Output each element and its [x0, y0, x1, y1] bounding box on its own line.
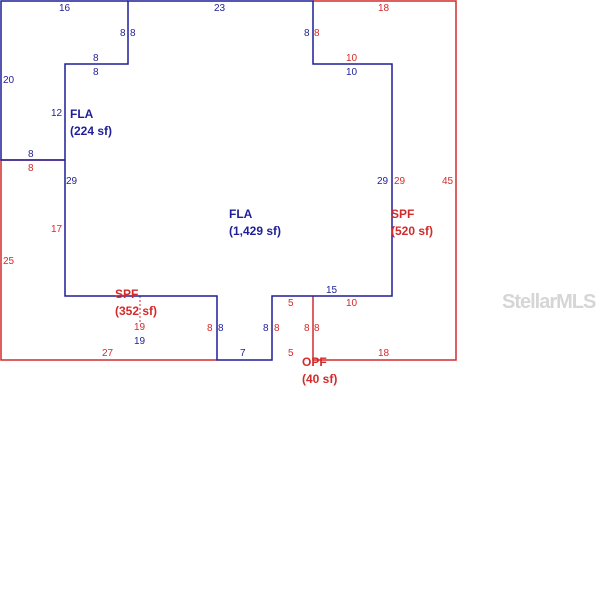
dim-label: 17 [51, 224, 63, 235]
dim-label: 18 [378, 348, 390, 359]
dim-label: 8 [93, 53, 99, 64]
dim-label: 20 [3, 75, 15, 86]
dim-label: 10 [346, 67, 358, 78]
spf-bottom-area: (352 sf) [115, 304, 157, 318]
dim-label: 19 [134, 322, 146, 333]
fla-main-outline [64, 0, 393, 361]
dim-label: 8 [274, 323, 280, 334]
dim-label: 15 [326, 285, 338, 296]
fla-small-name: FLA [70, 107, 94, 121]
dim-label: 10 [346, 298, 358, 309]
dim-label: 8 [304, 323, 310, 334]
dim-label: 45 [442, 176, 454, 187]
opf-name: OPF [302, 355, 327, 369]
dim-label: 8 [28, 163, 34, 174]
dim-label: 29 [66, 176, 78, 187]
dim-label: 8 [120, 28, 126, 39]
stellarmls-watermark: StellarMLS [502, 291, 596, 313]
dim-label: 7 [240, 348, 246, 359]
dim-label: 8 [207, 323, 213, 334]
fla-main-area: (1,429 sf) [229, 224, 281, 238]
dim-label: 29 [377, 176, 389, 187]
spf-bottom-outline [0, 159, 217, 361]
dim-label: 8 [93, 67, 99, 78]
dim-label: 10 [346, 53, 358, 64]
blue-outlines [0, 0, 393, 361]
dim-label: 25 [3, 256, 15, 267]
dim-label: 8 [314, 28, 320, 39]
spf-right-name: SPF [391, 207, 414, 221]
dim-label: 8 [314, 323, 320, 334]
opf-area: (40 sf) [302, 372, 337, 386]
dim-label: 27 [102, 348, 114, 359]
dim-label: 8 [304, 28, 310, 39]
dim-label: 8 [28, 149, 34, 160]
dim-label: 23 [214, 3, 226, 14]
dim-label: 29 [394, 176, 406, 187]
dim-label: 18 [378, 3, 390, 14]
fla-small-outline [0, 0, 128, 161]
dim-label: 8 [130, 28, 136, 39]
dim-label: 16 [59, 3, 71, 14]
dim-label: 8 [263, 323, 269, 334]
fla-main-name: FLA [229, 207, 253, 221]
dimension-labels: 16 23 18 8 8 8 8 8 8 10 10 20 12 8 8 29 … [3, 3, 454, 359]
fla-small-area: (224 sf) [70, 124, 112, 138]
dim-label: 5 [288, 298, 294, 309]
dim-label: 19 [134, 336, 146, 347]
spf-right-area: (520 sf) [391, 224, 433, 238]
dim-label: 5 [288, 348, 294, 359]
room-labels: FLA (224 sf) FLA (1,429 sf) SPF (520 sf)… [70, 107, 433, 386]
spf-right-outline [313, 0, 457, 361]
dim-label: 8 [218, 323, 224, 334]
dim-label: 12 [51, 108, 63, 119]
spf-bottom-name: SPF [115, 287, 138, 301]
